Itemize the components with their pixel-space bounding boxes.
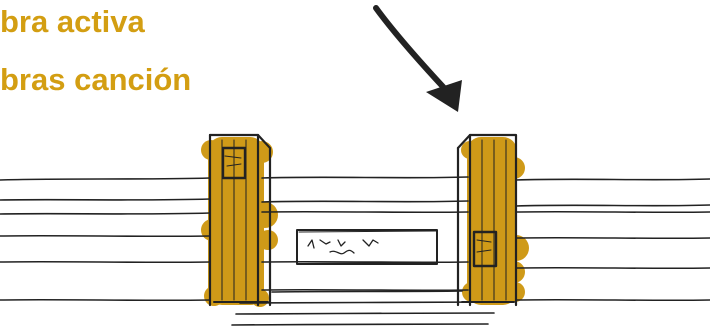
- staff-lines-left: [0, 178, 210, 300]
- staff-lines-right: [516, 179, 710, 300]
- center-box: [297, 230, 437, 264]
- ochre-fill-right: [461, 137, 529, 305]
- arrow-shaft: [376, 8, 446, 90]
- ochre-fill-left: [201, 137, 278, 307]
